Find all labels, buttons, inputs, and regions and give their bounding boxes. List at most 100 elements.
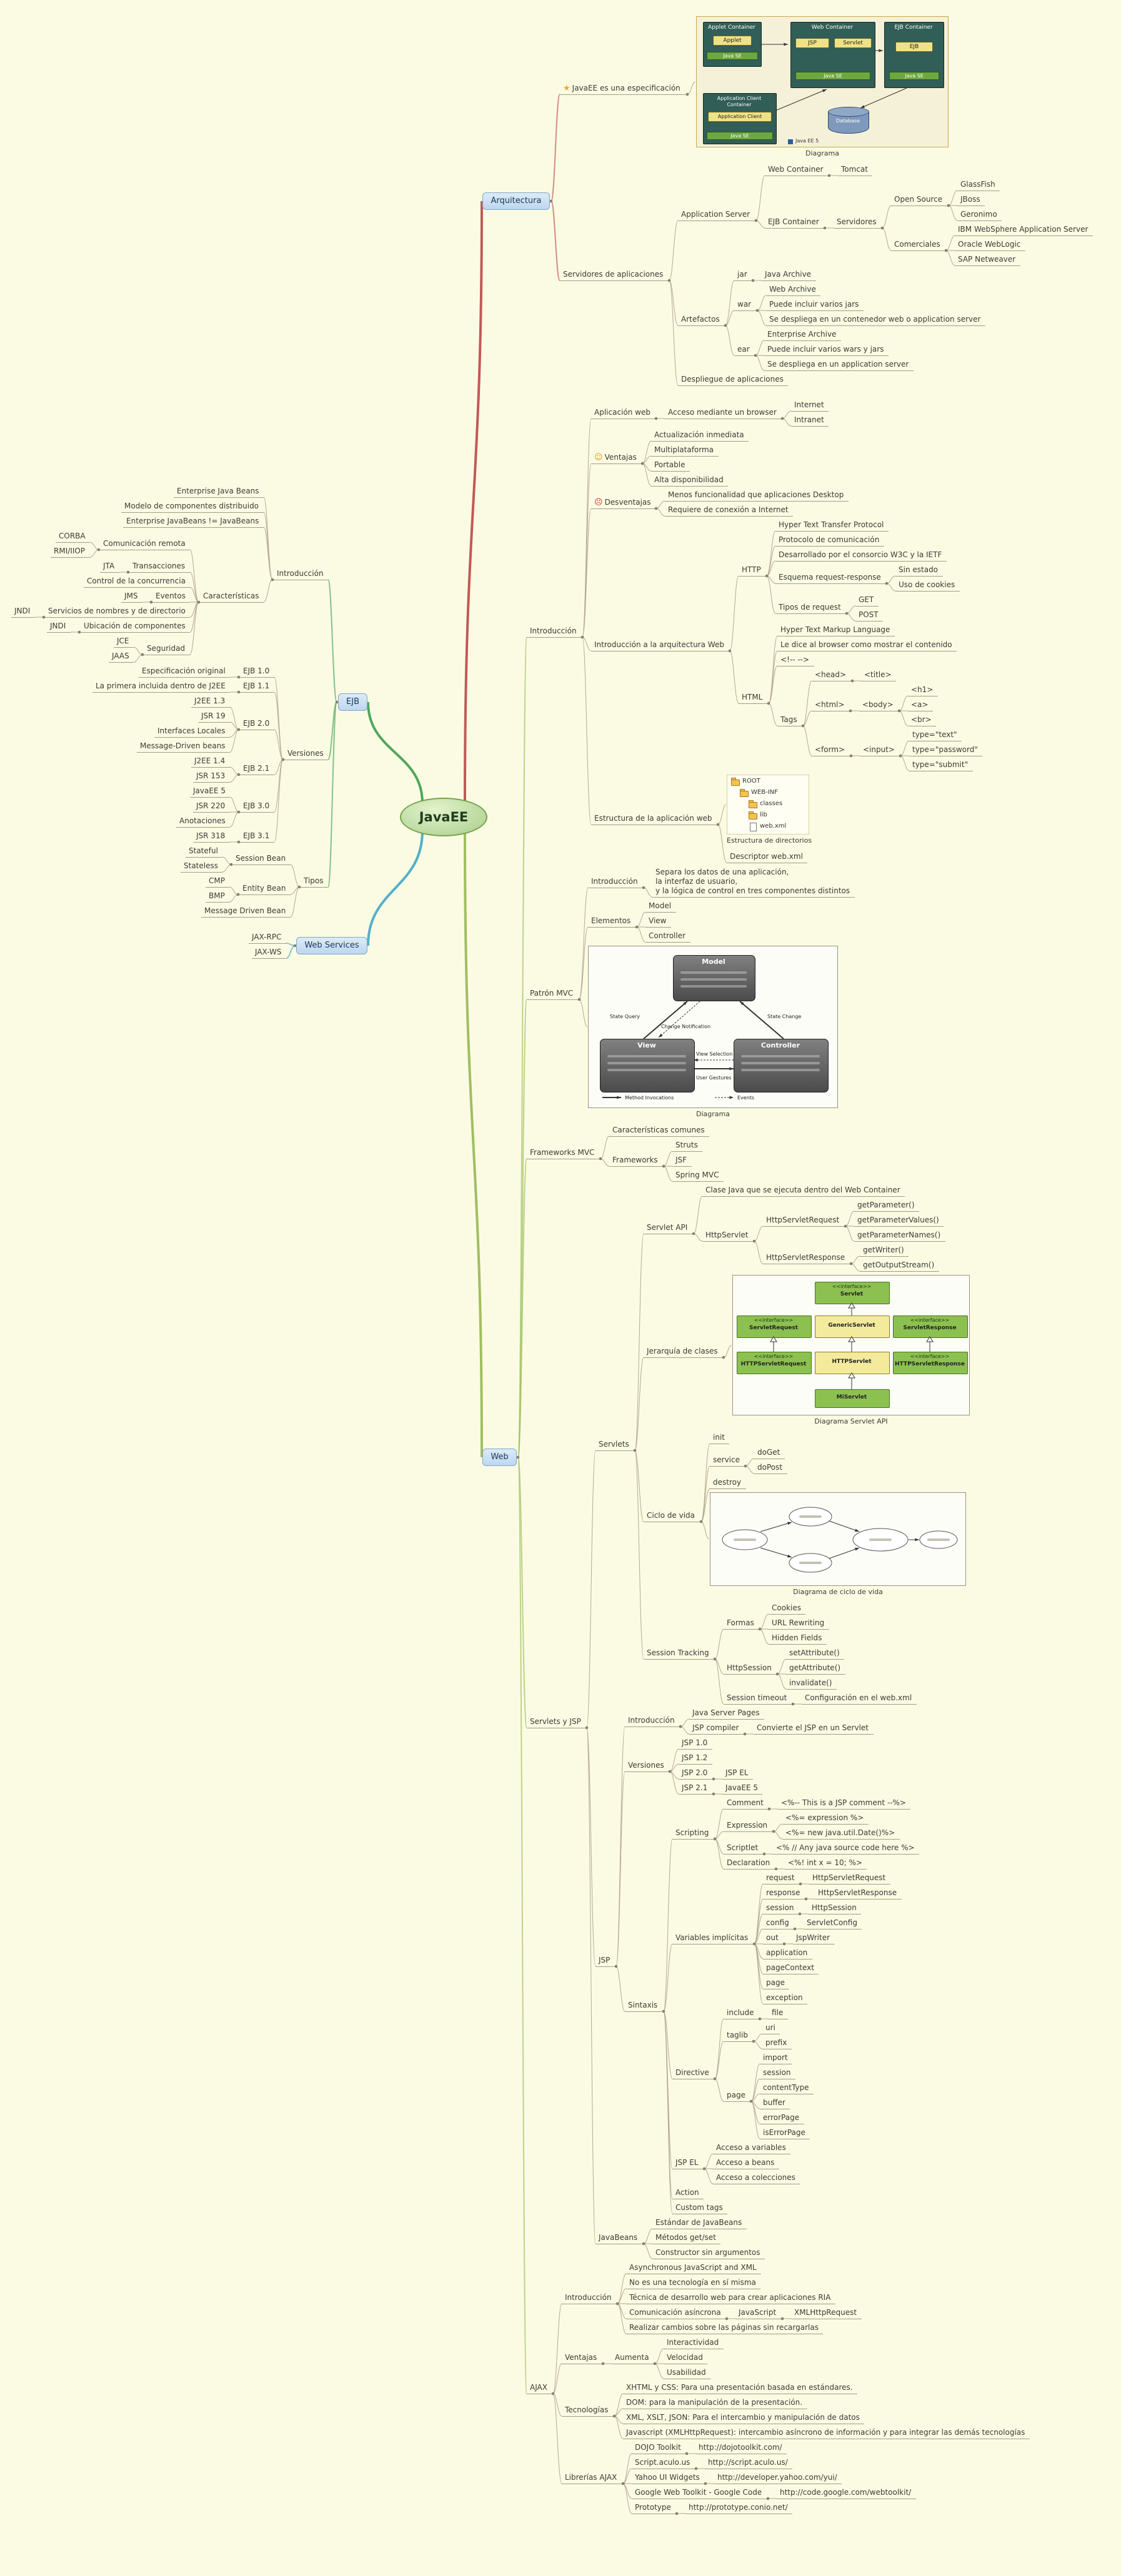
map-node-declaration[interactable]: Declaration (724, 1858, 775, 1870)
map-node-response[interactable]: response (763, 1888, 805, 1900)
map-node-javascript[interactable]: JavaScript (735, 2307, 781, 2319)
map-node-versiones[interactable]: Versiones (625, 1760, 669, 1772)
diagram-cycle[interactable]: Diagrama de ciclo de vida (710, 1492, 966, 1598)
map-node-jax-ws[interactable]: JAX-WS (252, 947, 286, 959)
map-node-javabeans[interactable]: JavaBeans (595, 2232, 642, 2244)
map-node-transacciones[interactable]: Transacciones (129, 561, 190, 573)
map-node-sin-estado[interactable]: Sin estado (895, 565, 943, 577)
map-node-le-dice-al-browser-como-mostrar-el-contenido[interactable]: Le dice al browser como mostrar el conte… (777, 640, 957, 651)
map-node-jsp[interactable]: JSP (595, 1955, 615, 1967)
map-node-servlets-y-jsp[interactable]: Servlets y JSP (527, 1717, 585, 1728)
map-node-puede-incluir-varios-wars-y-jars[interactable]: Puede incluir varios wars y jars (764, 344, 889, 356)
map-node-action[interactable]: Action (672, 2187, 704, 2199)
map-node-enterprise-archive[interactable]: Enterprise Archive (764, 329, 841, 341)
map-node-html[interactable]: HTML (739, 692, 767, 704)
map-node-alta-disponibilidad[interactable]: Alta disponibilidad (651, 475, 728, 487)
map-node-page[interactable]: page (763, 1978, 789, 1989)
map-node-ejb-1-1[interactable]: EJB 1.1 (240, 681, 274, 693)
map-node-getparametervalues[interactable]: getParameterValues() (854, 1215, 944, 1227)
map-node-tomcat[interactable]: Tomcat (838, 164, 872, 176)
map-node-multiplataforma[interactable]: Multiplataforma (651, 445, 719, 457)
map-node-configuraci-n-en-el-web-xml[interactable]: Configuración en el web.xml (802, 1693, 917, 1705)
map-node-jerarqu-a-de-clases[interactable]: Jerarquía de clases (644, 1346, 722, 1358)
map-node-pagecontext[interactable]: pageContext (763, 1963, 819, 1974)
map-node-jsp-compiler[interactable]: JSP compiler (689, 1723, 744, 1735)
map-node-prototype[interactable]: Prototype (632, 2502, 675, 2514)
map-node-web-archive[interactable]: Web Archive (766, 284, 820, 296)
map-node-requiere-de-conexi-n-a-internet[interactable]: Requiere de conexión a Internet (665, 505, 793, 517)
map-node-aumenta[interactable]: Aumenta (612, 2352, 654, 2364)
map-node-jsr-19[interactable]: JSR 19 (198, 711, 230, 723)
map-node-type-text[interactable]: type="text" (909, 730, 962, 741)
map-node-jsr-220[interactable]: JSR 220 (193, 801, 230, 813)
map-node-struts[interactable]: Struts (672, 1140, 702, 1152)
map-node-page[interactable]: page (724, 2090, 750, 2102)
map-node-clase-java-que-se-ejecuta-dentro-del-web-container[interactable]: Clase Java que se ejecuta dentro del Web… (702, 1185, 905, 1197)
map-node-sap-netweaver[interactable]: SAP Netweaver (955, 254, 1020, 266)
map-node-http-script-aculo-us[interactable]: http://script.aculo.us/ (705, 2457, 792, 2469)
map-node-xml-xslt-json-para-el-intercambio-y-manipulaci-n-de-datos[interactable]: XML, XSLT, JSON: Para el intercambio y m… (623, 2412, 864, 2424)
map-node-web[interactable]: Web (482, 1449, 517, 1466)
map-node-expression[interactable]: <%= expression %> (782, 1813, 869, 1825)
map-node-file[interactable]: file (769, 2008, 788, 2019)
map-node-http-developer-yahoo-com-yui[interactable]: http://developer.yahoo.com/yui/ (714, 2472, 842, 2484)
map-node-esquema-request-response[interactable]: Esquema request-response (775, 572, 885, 584)
map-node-ejb[interactable]: EJB (338, 693, 367, 711)
map-node-ejb-2-1[interactable]: EJB 2.1 (240, 763, 274, 775)
map-node-any-java-source-code-here[interactable]: <% // Any java source code here %> (773, 1843, 919, 1855)
map-node-custom-tags[interactable]: Custom tags (672, 2202, 727, 2214)
map-node-internet[interactable]: Internet (791, 400, 829, 412)
map-node-tags[interactable]: Tags (777, 715, 802, 726)
map-node-ejb-container[interactable]: EJB Container (765, 217, 824, 229)
map-node-introducci-n[interactable]: Introducción (562, 2292, 616, 2304)
map-node-invalidate[interactable]: invalidate() (786, 1678, 837, 1690)
map-node-stateful[interactable]: Stateful (186, 846, 222, 858)
map-node-application-server[interactable]: Application Server (678, 209, 755, 221)
map-node-new-java-util-date[interactable]: <%= new java.util.Date()%> (782, 1828, 900, 1840)
map-node-type-password[interactable]: type="password" (909, 745, 982, 756)
map-node-session-tracking[interactable]: Session Tracking (644, 1648, 714, 1660)
map-node-servletconfig[interactable]: ServletConfig (804, 1918, 862, 1930)
map-node-javaee[interactable]: JavaEE (400, 798, 487, 836)
map-node-node[interactable]: <!-- --> (777, 655, 814, 666)
map-node-httpservlet[interactable]: HttpServlet (702, 1230, 753, 1242)
map-node-getwriter[interactable]: getWriter() (860, 1245, 909, 1257)
map-node-eventos[interactable]: Eventos (152, 591, 190, 603)
map-node-this-is-a-jsp-comment[interactable]: <%-- This is a JSP comment --%> (778, 1798, 910, 1810)
map-node-post[interactable]: POST (855, 610, 883, 622)
map-node-controller[interactable]: Controller (645, 931, 690, 943)
map-node-getparameter[interactable]: getParameter() (854, 1200, 919, 1212)
map-node-get[interactable]: GET (855, 595, 879, 607)
map-node-ajax[interactable]: AJAX (527, 2382, 552, 2394)
map-node-getattribute[interactable]: getAttribute() (786, 1663, 845, 1675)
map-node-ciclo-de-vida[interactable]: Ciclo de vida (644, 1510, 700, 1522)
map-node-jsp-1-2[interactable]: JSP 1.2 (679, 1753, 712, 1765)
map-node-ubicaci-n-de-componentes[interactable]: Ubicación de componentes (81, 621, 190, 633)
map-node-estructura-de-la-aplicaci-n-web[interactable]: Estructura de la aplicación web (591, 813, 717, 825)
map-node-errorpage[interactable]: errorPage (760, 2113, 804, 2124)
map-node-message-driven-beans[interactable]: Message-Driven beans (137, 741, 230, 753)
map-node-taglib[interactable]: taglib (724, 2030, 752, 2042)
map-node-acceso-a-colecciones[interactable]: Acceso a colecciones (713, 2172, 800, 2184)
map-node-jms[interactable]: JMS (121, 591, 142, 603)
map-node-jsp-el[interactable]: JSP EL (672, 2157, 703, 2169)
map-node-t-cnica-de-desarrollo-web-para-crear-aplicaciones-ria[interactable]: Técnica de desarrollo web para crear apl… (626, 2292, 835, 2304)
map-node-h1[interactable]: <h1> (908, 685, 938, 696)
map-node-tecnolog-as[interactable]: Tecnologías (562, 2405, 613, 2417)
map-node-getparameternames[interactable]: getParameterNames() (854, 1230, 945, 1242)
map-node-geronimo[interactable]: Geronimo (957, 209, 1002, 221)
map-node-httpservletrequest[interactable]: HttpServletRequest (809, 1873, 890, 1885)
map-node-uso-de-cookies[interactable]: Uso de cookies (895, 580, 960, 592)
map-node-model[interactable]: Model (645, 901, 676, 913)
map-node-bmp[interactable]: BMP (206, 891, 229, 903)
map-node-http[interactable]: HTTP (739, 565, 765, 577)
map-node-application[interactable]: application (763, 1948, 812, 1959)
map-node-jsr-318[interactable]: JSR 318 (193, 831, 230, 843)
map-node-comunicaci-n-remota[interactable]: Comunicación remota (100, 538, 190, 550)
map-node-enterprise-javabeans-javabeans[interactable]: Enterprise JavaBeans != JavaBeans (123, 516, 264, 528)
map-node-jspwriter[interactable]: JspWriter (793, 1933, 835, 1944)
map-node-j2ee-1-3[interactable]: J2EE 1.3 (191, 696, 230, 708)
map-node-session[interactable]: session (763, 1903, 799, 1915)
